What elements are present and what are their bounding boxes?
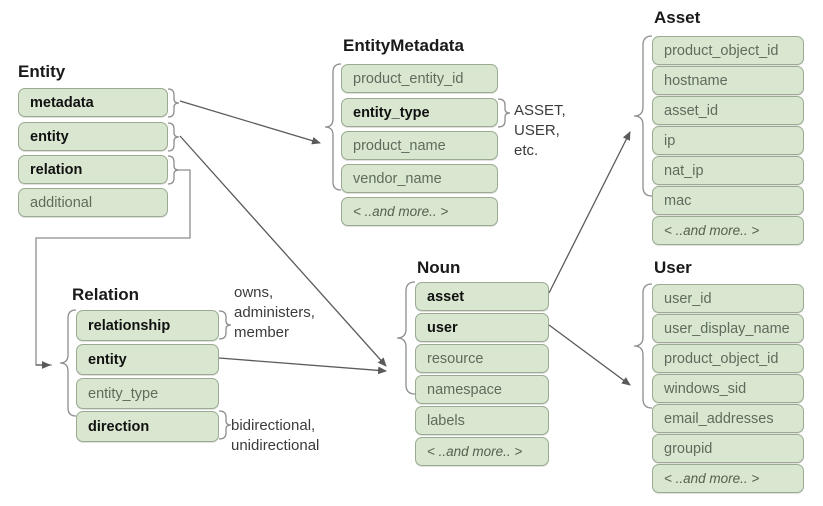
field-noun-asset[interactable]: asset xyxy=(415,282,549,311)
block-title-relation: Relation xyxy=(72,285,140,304)
field-user-user_display_name[interactable]: user_display_name xyxy=(652,314,804,343)
field-entity-relation[interactable]: relation xyxy=(18,155,168,184)
field-user-user_id[interactable]: user_id xyxy=(652,284,804,313)
field-user-groupid[interactable]: groupid xyxy=(652,434,804,463)
block-title-user: User xyxy=(654,258,692,277)
field-asset-nat_ip[interactable]: nat_ip xyxy=(652,156,804,185)
field-noun-labels[interactable]: labels xyxy=(415,406,549,435)
field-asset-more[interactable]: < ..and more.. > xyxy=(652,216,804,245)
field-entity-metadata[interactable]: metadata xyxy=(18,88,168,117)
edge-user-to-user-block xyxy=(548,324,631,386)
field-asset-mac[interactable]: mac xyxy=(652,186,804,215)
field-noun-more[interactable]: < ..and more.. > xyxy=(415,437,549,466)
field-user-email_addresses[interactable]: email_addresses xyxy=(652,404,804,433)
field-relation-entity_type[interactable]: entity_type xyxy=(76,378,219,409)
block-title-entitymetadata: EntityMetadata xyxy=(343,36,464,55)
field-asset-product_object_id[interactable]: product_object_id xyxy=(652,36,804,65)
field-entity-entity[interactable]: entity xyxy=(18,122,168,151)
field-entitymetadata-vendor_name[interactable]: vendor_name xyxy=(341,164,498,193)
field-relation-entity[interactable]: entity xyxy=(76,344,219,375)
field-relation-relationship[interactable]: relationship xyxy=(76,310,219,341)
field-entitymetadata-product_entity_id[interactable]: product_entity_id xyxy=(341,64,498,93)
field-noun-resource[interactable]: resource xyxy=(415,344,549,373)
field-relation-direction[interactable]: direction xyxy=(76,411,219,442)
block-title-entity: Entity xyxy=(18,62,66,81)
field-user-product_object_id[interactable]: product_object_id xyxy=(652,344,804,373)
field-noun-namespace[interactable]: namespace xyxy=(415,375,549,404)
field-entitymetadata-product_name[interactable]: product_name xyxy=(341,131,498,160)
field-user-more[interactable]: < ..and more.. > xyxy=(652,464,804,493)
edge-relation-entity-to-noun xyxy=(218,357,387,375)
annotation-direction-values: bidirectional, unidirectional xyxy=(231,417,320,454)
field-asset-asset_id[interactable]: asset_id xyxy=(652,96,804,125)
field-entitymetadata-more[interactable]: < ..and more.. > xyxy=(341,197,498,226)
annotation-entity-type-values: ASSET, USER, etc. xyxy=(514,102,566,159)
annotation-relationship-values: owns, administers, member xyxy=(234,284,315,341)
block-title-noun: Noun xyxy=(417,258,461,277)
edge-metadata-to-entitymetadata xyxy=(179,100,321,145)
field-entity-additional[interactable]: additional xyxy=(18,188,168,217)
block-title-asset: Asset xyxy=(654,8,701,27)
field-entitymetadata-entity_type[interactable]: entity_type xyxy=(341,98,498,127)
field-noun-user[interactable]: user xyxy=(415,313,549,342)
field-asset-ip[interactable]: ip xyxy=(652,126,804,155)
field-user-windows_sid[interactable]: windows_sid xyxy=(652,374,804,403)
field-asset-hostname[interactable]: hostname xyxy=(652,66,804,95)
